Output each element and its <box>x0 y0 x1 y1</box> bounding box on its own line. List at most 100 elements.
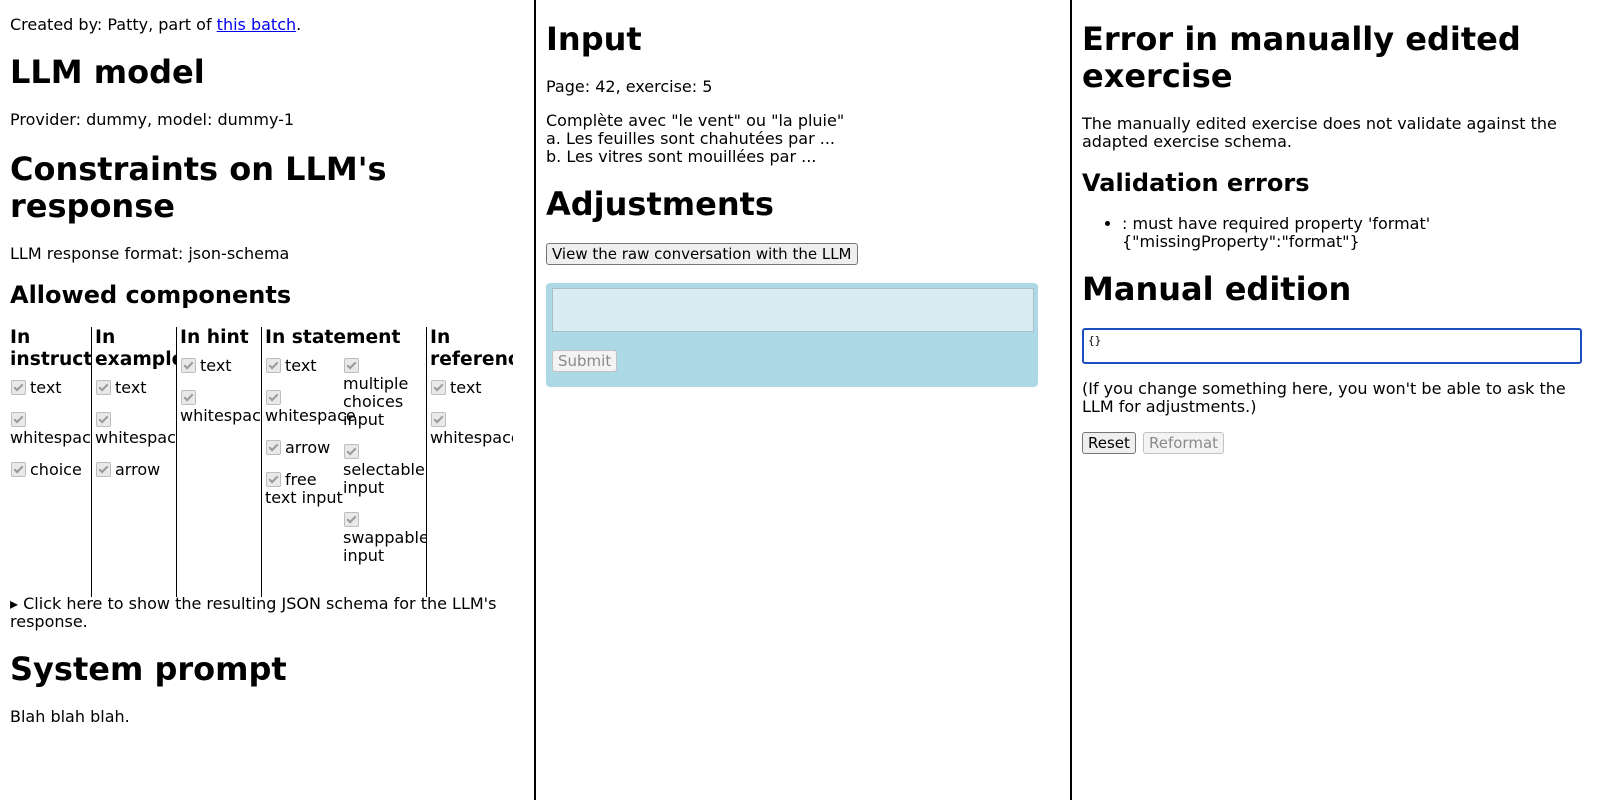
checkbox-icon <box>181 390 196 405</box>
json-schema-toggle[interactable]: ▸ Click here to show the resulting JSON … <box>10 595 524 631</box>
components-statement: In statement text whitespace arrow free … <box>262 327 427 597</box>
component-label: whitespace <box>265 406 356 425</box>
component-checkbox: text <box>180 357 258 375</box>
component-checkbox: whitespace <box>265 389 356 425</box>
error-heading: Error in manually edited exercise <box>1082 20 1521 95</box>
component-checkbox: swappable input <box>343 511 426 565</box>
components-hint-title: In hint <box>180 327 249 348</box>
allowed-components-grid: In instructions text whitespace choice I… <box>10 327 524 597</box>
component-checkbox: selectable input <box>343 443 425 497</box>
component-label: choice <box>30 460 82 479</box>
component-label: arrow <box>285 438 331 457</box>
adjustment-input[interactable] <box>552 288 1034 332</box>
checkbox-icon <box>266 358 281 373</box>
component-label: selectable input <box>343 460 425 497</box>
checkbox-icon <box>11 412 26 427</box>
checkbox-icon <box>96 412 111 427</box>
component-label: text <box>200 356 232 375</box>
checkbox-icon <box>266 440 281 455</box>
constraints-heading: Constraints on LLM's response <box>10 150 387 225</box>
checkbox-icon <box>11 380 26 395</box>
component-label: text <box>450 378 482 397</box>
components-instructions: In instructions text whitespace choice <box>10 327 92 597</box>
system-prompt-text: Blah blah blah. <box>10 707 130 726</box>
component-label: swappable input <box>343 528 427 565</box>
components-instructions-title: In instructions <box>10 327 92 370</box>
created-by-prefix: Created by: Patty, part of <box>10 15 217 34</box>
response-format-text: LLM response format: json-schema <box>10 244 290 263</box>
left-panel: Created by: Patty, part of this batch. L… <box>0 0 536 800</box>
created-by: Created by: Patty, part of this batch. <box>10 16 524 34</box>
page-exercise: Page: 42, exercise: 5 <box>546 77 713 96</box>
statement-subcol-a: text whitespace arrow free text input <box>265 357 356 579</box>
component-label: arrow <box>115 460 161 479</box>
component-label: text <box>115 378 147 397</box>
input-heading: Input <box>546 20 642 58</box>
provider-text: Provider: dummy, model: dummy-1 <box>10 110 295 129</box>
exercise-line: b. Les vitres sont mouillées par ... <box>546 147 817 166</box>
created-by-suffix: . <box>296 15 302 34</box>
right-panel: Error in manually edited exercise The ma… <box>1072 0 1600 800</box>
checkbox-icon <box>181 358 196 373</box>
manual-edition-heading: Manual edition <box>1082 270 1352 308</box>
components-hint: In hint text whitespace <box>177 327 262 597</box>
validation-error-message: : must have required property 'format' <box>1122 214 1431 233</box>
reset-button[interactable]: Reset <box>1082 432 1136 454</box>
checkbox-icon <box>344 358 359 373</box>
batch-link[interactable]: this batch <box>216 15 297 34</box>
checkbox-icon <box>344 512 359 527</box>
component-label: multiple choices input <box>343 374 409 429</box>
triangle-right-icon: ▸ <box>10 594 19 613</box>
submit-button[interactable]: Submit <box>552 350 618 372</box>
middle-panel: Input Page: 42, exercise: 5 Complète ave… <box>536 0 1072 800</box>
checkbox-icon <box>266 390 281 405</box>
components-examples: In examples text whitespace arrow <box>92 327 177 597</box>
validation-errors-list: : must have required property 'format' {… <box>1082 215 1590 251</box>
component-label: free text input <box>265 470 343 507</box>
json-schema-toggle-label: Click here to show the resulting JSON sc… <box>10 594 497 631</box>
components-statement-title: In statement <box>265 327 401 348</box>
system-prompt-heading: System prompt <box>10 650 287 688</box>
component-label: whitespace <box>430 428 513 447</box>
checkbox-icon <box>431 412 446 427</box>
manual-edition-input[interactable]: {} <box>1082 328 1582 364</box>
component-label: whitespace <box>10 428 92 447</box>
allowed-components-heading: Allowed components <box>10 281 292 309</box>
checkbox-icon <box>266 472 281 487</box>
exercise-line: Complète avec "le vent" ou "la pluie" <box>546 111 845 130</box>
components-examples-title: In examples <box>95 327 176 370</box>
component-checkbox: arrow <box>95 461 173 479</box>
component-checkbox: arrow <box>265 439 343 457</box>
view-raw-conversation-button[interactable]: View the raw conversation with the LLM <box>546 243 858 265</box>
manual-edition-note: (If you change something here, you won't… <box>1082 379 1566 416</box>
component-checkbox: whitespace <box>10 411 91 447</box>
validation-errors-heading: Validation errors <box>1082 169 1310 197</box>
checkbox-icon <box>344 444 359 459</box>
component-checkbox: whitespace <box>430 411 513 447</box>
component-label: text <box>285 356 317 375</box>
checkbox-icon <box>11 462 26 477</box>
checkbox-icon <box>96 462 111 477</box>
component-checkbox: text <box>430 379 510 397</box>
component-label: text <box>30 378 62 397</box>
statement-subcol-b: multiple choices input selectable input … <box>343 357 426 579</box>
exercise-text: Complète avec "le vent" ou "la pluie" a.… <box>546 112 1060 166</box>
component-checkbox: multiple choices input <box>343 357 421 429</box>
component-checkbox: text <box>265 357 343 375</box>
checkbox-icon <box>96 380 111 395</box>
components-reference-title: In reference <box>430 327 513 370</box>
reformat-button[interactable]: Reformat <box>1143 432 1225 454</box>
components-reference: In reference text whitespace <box>427 327 513 597</box>
error-text: The manually edited exercise does not va… <box>1082 114 1557 151</box>
component-checkbox: whitespace <box>95 411 176 447</box>
component-checkbox: text <box>10 379 88 397</box>
validation-error-detail: {"missingProperty":"format"} <box>1122 232 1360 251</box>
adjustment-form: Submit <box>546 283 1038 387</box>
validation-error-item: : must have required property 'format' {… <box>1122 215 1590 251</box>
adjustments-heading: Adjustments <box>546 185 774 223</box>
checkbox-icon <box>431 380 446 395</box>
component-label: whitespace <box>180 406 262 425</box>
exercise-line: a. Les feuilles sont chahutées par ... <box>546 129 836 148</box>
component-checkbox: free text input <box>265 471 343 507</box>
